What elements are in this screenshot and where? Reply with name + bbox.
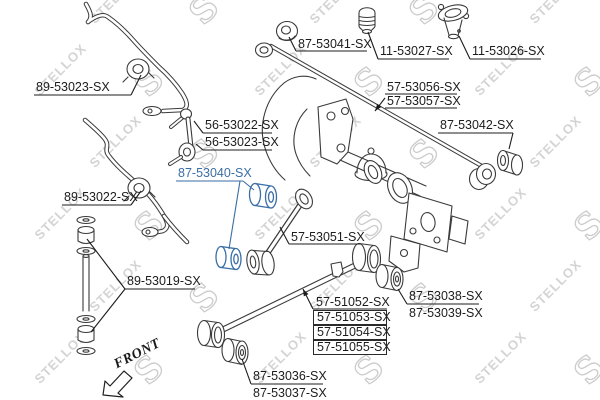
- part-label: 56-53023-SX: [205, 135, 279, 149]
- bar-bushing-89-53023: [122, 58, 155, 83]
- bushing-87-53041: [275, 20, 299, 42]
- part-label: 89-53022-SX: [64, 190, 138, 204]
- part-label: 89-53019-SX: [127, 274, 201, 288]
- leader-line: [279, 226, 290, 245]
- part-label: 11-53027-SX: [380, 44, 453, 58]
- highlighted-bushings-87-53040: [215, 182, 278, 271]
- link-kit-89-53019: [76, 215, 96, 356]
- leader-line: [130, 190, 142, 206]
- bushing-87-53042: [496, 149, 524, 176]
- part-label: 57-51052-SX: [316, 295, 390, 309]
- front-arrow-icon: [102, 370, 133, 398]
- bushing-87-53038: [375, 263, 404, 292]
- part-label: 57-51054-SX: [313, 325, 391, 340]
- part-label: 57-53057-SX: [387, 94, 461, 108]
- part-label: 87-53042-SX: [440, 118, 514, 132]
- leader-line: [458, 35, 471, 60]
- leader-line: [193, 120, 204, 134]
- stabilizer-link: [168, 108, 196, 166]
- leader-arrowhead: [375, 103, 382, 111]
- arm-57-53051: [246, 188, 314, 276]
- part-label: 57-51055-SX: [313, 340, 391, 355]
- stabilizer-bar-bottom: [82, 117, 190, 245]
- leader-line: [90, 288, 126, 333]
- leader-line: [86, 238, 126, 290]
- axle-assembly: [261, 75, 469, 273]
- part-label: 87-53041-SX: [298, 37, 372, 51]
- part-label: 87-53037-SX: [253, 386, 327, 400]
- leader-line: [367, 31, 379, 60]
- part-label: 87-53039-SX: [409, 306, 483, 320]
- leader-line: [228, 180, 241, 250]
- bushing-87-53036: [221, 337, 249, 366]
- leader-line: [397, 288, 408, 305]
- part-label: 87-53038-SX: [409, 289, 483, 303]
- bump-stop-11-53027: [358, 7, 376, 35]
- leader-arrowhead: [303, 289, 309, 297]
- part-label: 11-53026-SX: [472, 44, 545, 58]
- part-label-highlighted[interactable]: 87-53040-SX: [178, 166, 252, 180]
- leader-line: [241, 358, 252, 385]
- leader-line: [130, 74, 142, 96]
- part-label: 57-51053-SX: [313, 310, 391, 325]
- part-label: 89-53023-SX: [36, 80, 110, 94]
- stabilizer-bar-top: [83, 1, 189, 117]
- part-label: 56-53022-SX: [205, 118, 279, 132]
- trailing-arm: [196, 242, 382, 366]
- part-label: 57-53056-SX: [387, 80, 461, 94]
- bar-bushing-89-53022: [123, 177, 156, 202]
- part-label: 57-53051-SX: [291, 230, 365, 244]
- leader-line: [242, 180, 255, 191]
- leader-line: [288, 36, 297, 52]
- part-label: 87-53036-SX: [253, 369, 327, 383]
- leader-line: [195, 143, 204, 151]
- cup-11-53026: [437, 3, 470, 40]
- leader-line: [508, 132, 514, 150]
